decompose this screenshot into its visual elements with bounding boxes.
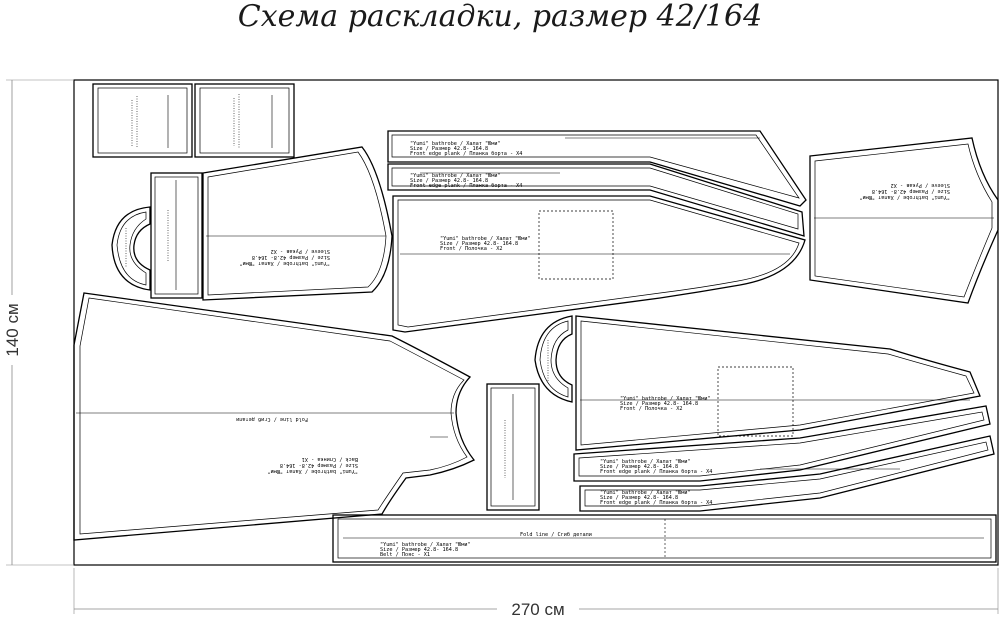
plank1-piece: Front edge plank / Планка борта - X4: [410, 150, 522, 157]
sleeve-right-size: Size / Размер 42.8- 164.8: [872, 188, 950, 194]
neck-facing-piece-left: [111, 206, 151, 291]
plank3-title: "Yumi" bathrobe / Халат "Юми": [600, 459, 691, 465]
pocket-piece-2: [194, 83, 295, 158]
plank4-title: "Yumi" bathrobe / Халат "Юми": [600, 490, 691, 496]
height-label: 140 см: [3, 303, 22, 356]
sleeve-right-piece: Sleeve / Рукав - X2: [891, 182, 950, 188]
front-edge-plank-top-1: "Yumi" bathrobe / Халат "Юми" Size / Раз…: [387, 130, 807, 207]
belt-piece: Fold line / Сгиб детали "Yumi" bathrobe …: [332, 514, 997, 563]
pocket-piece-1: [92, 83, 193, 158]
plank2-title: "Yumi" bathrobe / Халат "Юми": [410, 173, 501, 179]
neck-facing-piece-right: [534, 315, 573, 403]
belt-piece-label: Belt / Пояс - X1: [380, 552, 430, 558]
sleeve-piece-right: "Yumi" bathrobe / Халат "Юми" Size / Раз…: [809, 137, 999, 304]
front-edge-plank-bottom-2: "Yumi" bathrobe / Халат "Юми" Size / Раз…: [579, 435, 995, 512]
front-bottom-title: "Yumi" bathrobe / Халат "Юми": [620, 396, 711, 402]
front-bottom-piece: Front / Полочка - X2: [620, 406, 682, 412]
cuff-piece: [150, 172, 203, 299]
width-dimension: 270 см: [73, 568, 999, 620]
front-bottom-size: Size / Размер 42.8- 164.8: [620, 401, 698, 407]
sleeve-title: "Yumi" bathrobe / Халат "Юми": [239, 260, 330, 266]
front-top-title: "Yumi" bathrobe / Халат "Юми": [440, 236, 531, 242]
belt-fold-line: Fold line / Сгиб детали: [520, 531, 592, 538]
plank1-size: Size / Размер 42.8- 164.8: [410, 146, 488, 152]
sleeve-piece-label: Sleeve / Рукав - X2: [271, 248, 330, 254]
front-edge-plank-top-2: "Yumi" bathrobe / Халат "Юми" Size / Раз…: [387, 163, 805, 237]
cuff-piece-center: [486, 383, 540, 511]
back-title: "Yumi" bathrobe / Халат "Юми": [267, 468, 358, 474]
back-piece-label: Back / Спинка - X1: [302, 456, 358, 462]
back-piece: Fold line / Сгиб детали "Yumi" bathrobe …: [73, 292, 476, 541]
height-dimension: 140 см: [1, 79, 74, 566]
sleeve-piece: "Yumi" bathrobe / Халат "Юми" Size / Раз…: [202, 146, 393, 301]
front-piece-bottom: "Yumi" bathrobe / Халат "Юми" Size / Раз…: [575, 315, 981, 451]
front-top-piece: Front / Полочка - X2: [440, 246, 502, 252]
plank1-title: "Yumi" bathrobe / Халат "Юми": [410, 141, 501, 147]
plank3-piece: Front edge plank / Планка борта - X4: [600, 468, 712, 475]
sleeve-size: Size / Размер 42.8- 164.8: [252, 254, 330, 260]
back-size: Size / Размер 42.8- 164.8: [280, 462, 358, 468]
front-piece-top: "Yumi" bathrobe / Халат "Юми" Size / Раз…: [392, 195, 806, 333]
width-label: 270 см: [511, 600, 564, 619]
front-top-size: Size / Размер 42.8- 164.8: [440, 241, 518, 247]
layout-title: Схема раскладки, размер 42/164: [237, 0, 763, 34]
plank2-size: Size / Размер 42.8- 164.8: [410, 178, 488, 184]
back-fold-line: Fold line / Сгиб детали: [236, 416, 308, 423]
front-edge-plank-bottom-1: "Yumi" bathrobe / Халат "Юми" Size / Раз…: [573, 405, 991, 482]
plank4-piece: Front edge plank / Планка борта - X4: [600, 499, 712, 506]
sleeve-right-title: "Yumi" bathrobe / Халат "Юми": [859, 194, 950, 200]
belt-title: "Yumi" bathrobe / Халат "Юми": [380, 542, 471, 548]
plank4-size: Size / Размер 42.8- 164.8: [600, 495, 678, 501]
plank2-piece: Front edge plank / Планка борта - X4: [410, 182, 522, 189]
belt-size: Size / Размер 42.8- 164.8: [380, 547, 458, 553]
plank3-size: Size / Размер 42.8- 164.8: [600, 464, 678, 470]
fabric-outline: [73, 79, 999, 566]
